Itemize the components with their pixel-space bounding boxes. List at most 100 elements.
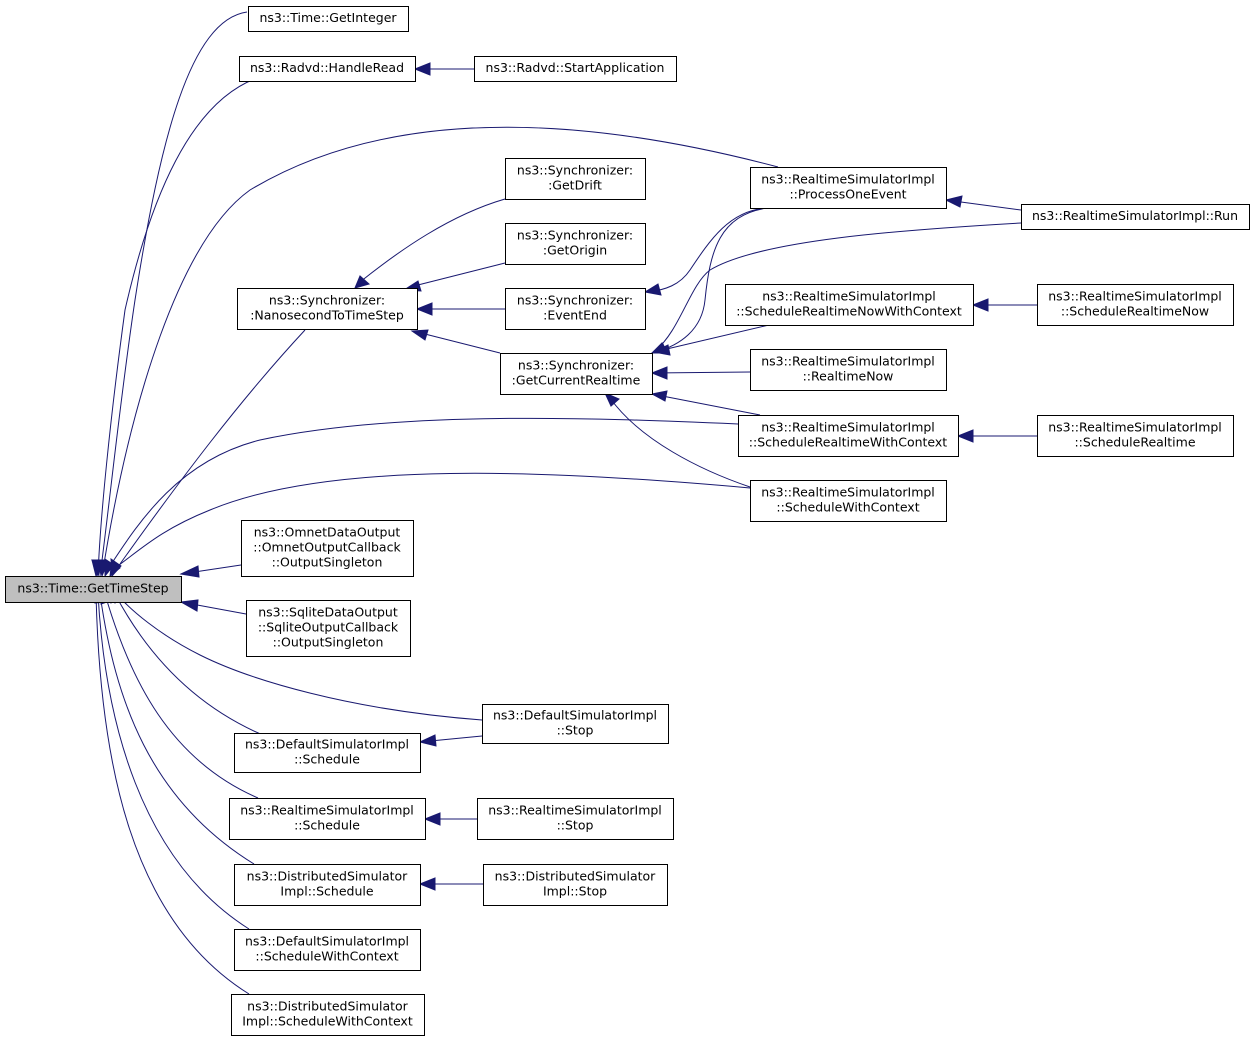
edge-rtschedctx2 [609, 397, 751, 488]
node-label: ::ScheduleWithContext [776, 500, 919, 515]
node-label: ::Stop [557, 818, 594, 833]
node-label: ::RealtimeNow [803, 369, 894, 384]
node-handleread[interactable]: ns3::Radvd::HandleRead [239, 56, 416, 82]
edge-distsched [99, 593, 255, 865]
node-box [483, 864, 668, 906]
edge-defsched [114, 593, 271, 739]
node-label: ns3::DistributedSimulator [495, 869, 657, 884]
node-box [234, 929, 421, 971]
node-eventend[interactable]: ns3::Synchronizer::EventEnd [505, 288, 646, 330]
node-startapp[interactable]: ns3::Radvd::StartApplication [474, 56, 677, 82]
node-getinteger[interactable]: ns3::Time::GetInteger [248, 6, 409, 32]
node-label: ns3::RealtimeSimulatorImpl [761, 172, 935, 187]
node-label: :EventEnd [543, 308, 607, 323]
edge-getinteger [99, 11, 248, 577]
arrowhead-rtschedctx2 [604, 392, 620, 407]
arrowhead-processoneevent2 [643, 283, 662, 296]
node-box [1037, 415, 1234, 457]
node-label: Impl::Stop [543, 884, 607, 899]
node-label: ::SqliteOutputCallback [258, 620, 399, 635]
node-schedrt[interactable]: ns3::RealtimeSimulatorImpl::ScheduleReal… [1037, 415, 1234, 457]
arrowhead-schedrtnow2 [971, 298, 989, 312]
node-rtschedctx[interactable]: ns3::RealtimeSimulatorImpl::ScheduleWith… [750, 480, 947, 522]
node-label: ns3::RealtimeSimulatorImpl::Run [1032, 208, 1238, 223]
node-label: ::ProcessOneEvent [789, 187, 906, 202]
node-label: Impl::ScheduleWithContext [242, 1014, 413, 1029]
node-box [500, 353, 653, 395]
node-box [738, 415, 959, 457]
node-getorigin[interactable]: ns3::Synchronizer::GetOrigin [505, 223, 646, 265]
node-distschedctx[interactable]: ns3::DistributedSimulatorImpl::ScheduleW… [231, 994, 425, 1036]
node-box [234, 733, 421, 773]
edge-handleread [97, 76, 261, 577]
node-box [237, 288, 418, 330]
node-label: ::ScheduleRealtimeNow [1061, 304, 1209, 319]
node-defsched[interactable]: ns3::DefaultSimulatorImpl::Schedule [234, 733, 421, 773]
node-label: ns3::RealtimeSimulatorImpl [1048, 420, 1222, 435]
node-label: ::Schedule [294, 752, 360, 767]
arrowhead-rtschedctx [109, 558, 121, 578]
node-nanosecond[interactable]: ns3::Synchronizer::NanosecondToTimeStep [237, 288, 418, 330]
arrowhead-schedrtnowctx [652, 344, 671, 356]
edge-processoneevent [101, 126, 779, 577]
node-schedrtctx[interactable]: ns3::RealtimeSimulatorImpl::ScheduleReal… [738, 415, 959, 457]
edge-getorigin [409, 262, 506, 288]
node-defstop[interactable]: ns3::DefaultSimulatorImpl::Stop [482, 704, 669, 744]
arrowhead-sqlite [179, 599, 199, 612]
node-label: ns3::Radvd::HandleRead [250, 60, 404, 75]
node-realtimenow[interactable]: ns3::RealtimeSimulatorImpl::RealtimeNow [750, 349, 947, 391]
node-label: ::ScheduleRealtimeNowWithContext [736, 304, 962, 319]
node-label: ns3::Synchronizer: [269, 293, 385, 308]
node-schedrtnow[interactable]: ns3::RealtimeSimulatorImpl::ScheduleReal… [1037, 284, 1234, 326]
arrowhead-omnet [179, 565, 200, 578]
node-label: ::ScheduleWithContext [255, 949, 398, 964]
node-rtstop[interactable]: ns3::RealtimeSimulatorImpl::Stop [477, 798, 674, 840]
node-omnet[interactable]: ns3::OmnetDataOutput::OmnetOutputCallbac… [241, 520, 414, 577]
node-label: ns3::SqliteDataOutput [258, 605, 398, 620]
arrowhead-getcurrentrealtime [410, 329, 429, 341]
node-label: ns3::RealtimeSimulatorImpl [488, 803, 662, 818]
node-box [1021, 204, 1250, 230]
node-label: ns3::RealtimeSimulatorImpl [761, 485, 935, 500]
node-getcurrentrealtime[interactable]: ns3::Synchronizer::GetCurrentRealtime [500, 353, 653, 395]
node-label: ::OutputSingleton [273, 635, 384, 650]
node-box [474, 56, 677, 82]
node-label: ::ScheduleRealtimeWithContext [749, 435, 947, 450]
node-label: Impl::Schedule [280, 884, 373, 899]
node-schedrtnowctx[interactable]: ns3::RealtimeSimulatorImpl::ScheduleReal… [725, 284, 974, 326]
node-box [505, 158, 646, 200]
node-label: ns3::DefaultSimulatorImpl [245, 934, 409, 949]
node-label: ::OutputSingleton [272, 555, 383, 570]
node-getdrift[interactable]: ns3::Synchronizer::GetDrift [505, 158, 646, 200]
node-gettimestep[interactable]: ns3::Time::GetTimeStep [5, 576, 182, 603]
node-label: ns3::DefaultSimulatorImpl [245, 737, 409, 752]
node-label: ns3::DefaultSimulatorImpl [493, 708, 657, 723]
node-label: ns3::Time::GetInteger [259, 10, 397, 25]
edge-defstop [114, 591, 483, 721]
node-box [246, 600, 411, 657]
node-label: ::Stop [557, 723, 594, 738]
node-box [477, 798, 674, 840]
node-label: :GetCurrentRealtime [512, 373, 641, 388]
node-defschedctx[interactable]: ns3::DefaultSimulatorImpl::ScheduleWithC… [234, 929, 421, 971]
edge-run [655, 222, 1022, 351]
node-label: ns3::Synchronizer: [517, 163, 633, 178]
arrowhead-startapp [413, 62, 431, 76]
call-graph-edges [89, 11, 1037, 995]
node-box [725, 284, 974, 326]
node-label: ns3::RealtimeSimulatorImpl [761, 420, 935, 435]
node-box [505, 288, 646, 330]
node-sqlite[interactable]: ns3::SqliteDataOutput::SqliteOutputCallb… [246, 600, 411, 657]
node-rtsched[interactable]: ns3::RealtimeSimulatorImpl::Schedule [229, 798, 426, 840]
node-label: ns3::DistributedSimulator [247, 999, 409, 1014]
node-box [239, 56, 416, 82]
node-label: ::ScheduleRealtime [1074, 435, 1195, 450]
edge-processoneevent2 [647, 207, 768, 293]
node-box [229, 798, 426, 840]
node-processoneevent[interactable]: ns3::RealtimeSimulatorImpl::ProcessOneEv… [750, 167, 947, 209]
node-label: :GetDrift [548, 178, 602, 193]
node-label: ns3::RealtimeSimulatorImpl [761, 354, 935, 369]
node-run[interactable]: ns3::RealtimeSimulatorImpl::Run [1021, 204, 1250, 230]
